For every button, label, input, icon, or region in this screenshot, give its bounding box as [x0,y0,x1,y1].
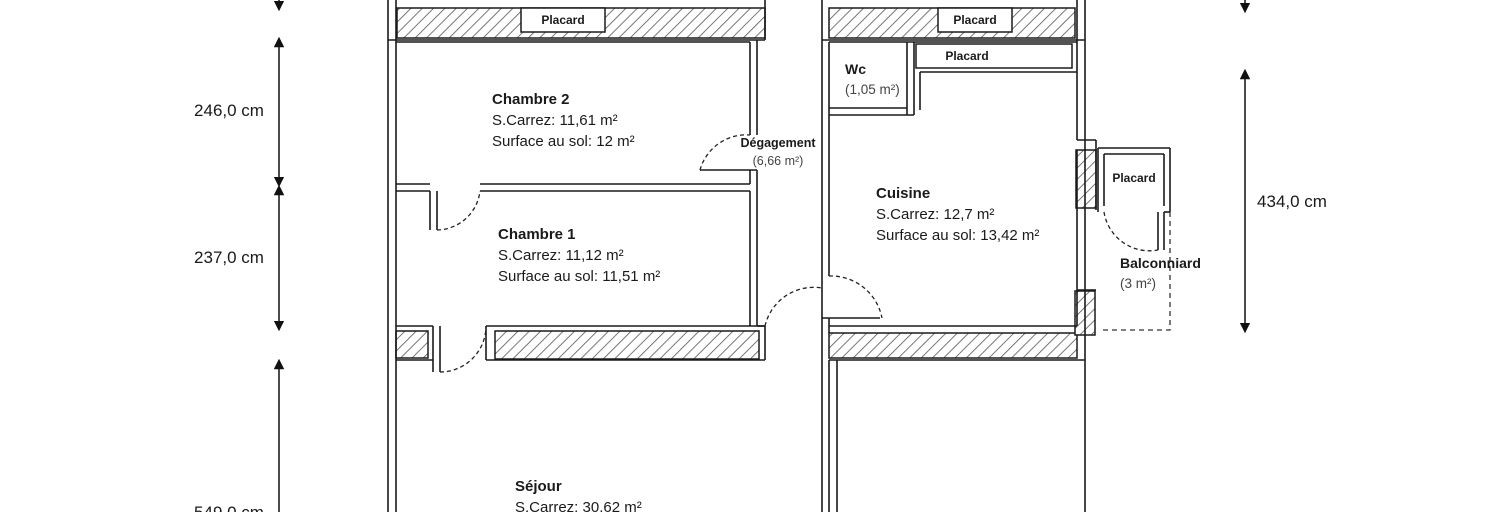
balconniard-outline [1100,212,1171,331]
placard-label-1: Placard [541,13,584,27]
room-sol-chambre1: Surface au sol: 11,51 m² [498,268,660,285]
placard-box-3 [915,43,1073,69]
room-carrez-chambre2: S.Carrez: 11,61 m² [492,112,618,129]
door-swing-degagement [764,286,823,327]
placard-box-1 [520,7,606,33]
room-name-sejour: Séjour [515,478,562,495]
room-sol-cuisine: Surface au sol: 13,42 m² [876,227,1039,244]
door-swing-sejour [439,325,487,373]
placard-box-2 [937,7,1013,33]
room-carrez-sejour: S.Carrez: 30,62 m² [515,499,642,512]
dimension-label-1: 246,0 cm [194,101,264,120]
room-carrez-chambre1: S.Carrez: 11,12 m² [498,247,624,264]
hatched-wall-chambre1-bottom [494,330,760,360]
placard-label-3: Placard [945,49,988,63]
room-name-chambre1: Chambre 1 [498,226,576,243]
room-area-balconniard: (3 m²) [1120,276,1156,291]
hatched-wall-small-left [395,330,429,359]
door-swings [436,134,1159,373]
walls [387,0,1171,512]
dimension-label-4: 434,0 cm [1257,192,1327,211]
placard-label-2: Placard [953,13,996,27]
room-name-chambre2: Chambre 2 [492,91,570,108]
room-name-degagement: Dégagement [740,136,816,150]
door-swing-chambre2 [699,134,751,171]
door-swing-balconniard [1103,211,1159,252]
room-name-cuisine: Cuisine [876,185,930,202]
door-swing-cuisine [828,275,883,319]
placard-boxes [520,7,1073,69]
dimension-lines [273,0,1251,512]
dimension-label-3: 549,0 cm [194,503,264,512]
placard-label-4: Placard [1112,171,1155,185]
room-carrez-cuisine: S.Carrez: 12,7 m² [876,206,994,223]
door-swing-chambre1 [436,190,481,231]
room-name-balconniard: Balconniard [1120,255,1201,271]
room-name-wc: Wc [845,61,866,77]
hatched-wall-balcon-side [1075,149,1097,209]
room-sol-chambre2: Surface au sol: 12 m² [492,133,635,150]
dimension-label-2: 237,0 cm [194,248,264,267]
room-area-wc: (1,05 m²) [845,82,900,97]
hatched-wall-cuisine-bottom [828,332,1078,359]
room-area-degagement: (6,66 m²) [753,154,804,168]
